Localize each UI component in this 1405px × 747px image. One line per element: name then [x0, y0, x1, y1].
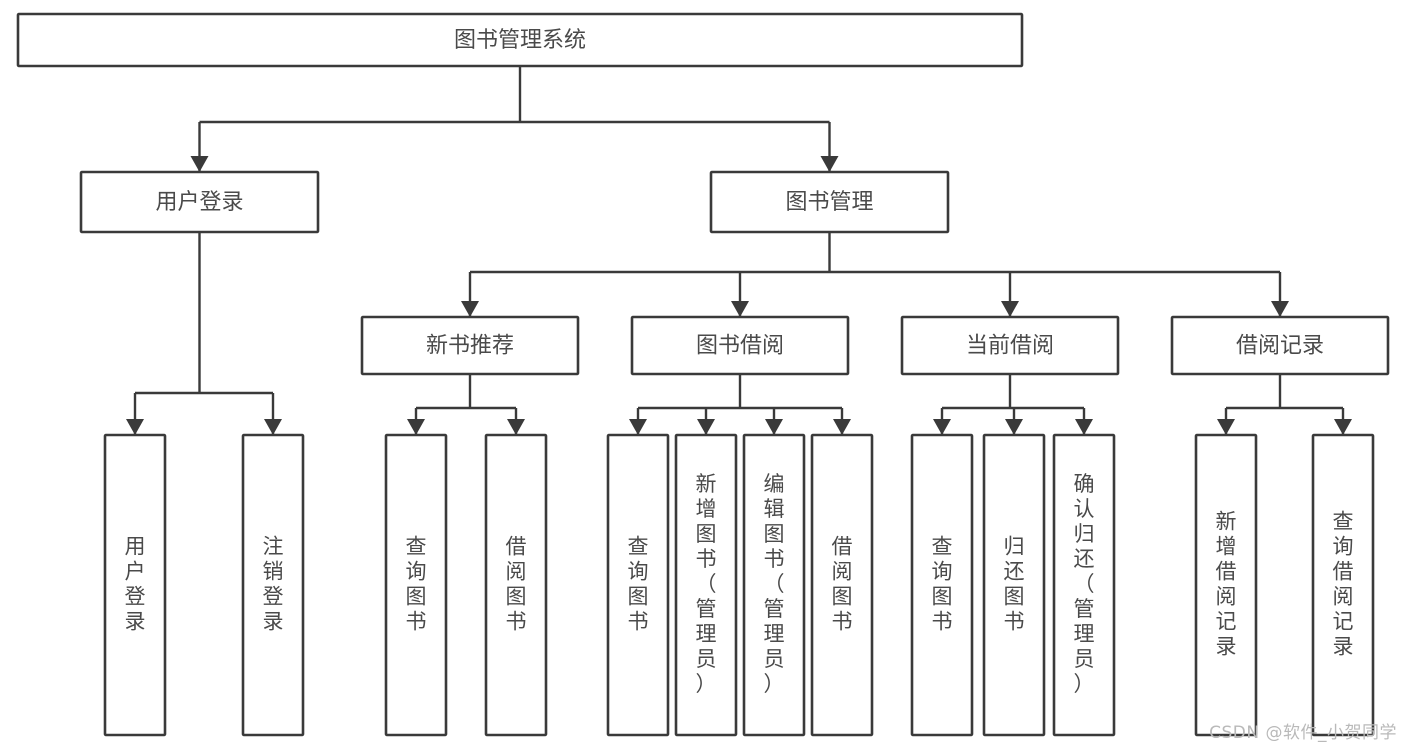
arrow-head-icon	[1075, 419, 1093, 435]
arrow-head-icon	[1334, 419, 1352, 435]
node-book-manage[interactable]: 图书管理	[709, 170, 950, 234]
arrow-head-icon	[833, 419, 851, 435]
arrow-head-icon	[1005, 419, 1023, 435]
node-current-borrow-box	[900, 315, 1120, 376]
csdn-watermark: CSDN @软件_小贺同学	[1209, 723, 1397, 743]
node-borrow-record[interactable]: 借阅记录	[1170, 315, 1390, 376]
node-borrow-record-label: 借阅记录	[1236, 334, 1324, 359]
leaf-leaf-return-book-box	[982, 433, 1046, 737]
arrow-head-icon	[731, 301, 749, 317]
arrow-head-icon	[126, 419, 144, 435]
leaf-leaf-borrow-book-rec[interactable]: 借阅图书	[484, 433, 548, 737]
arrow-head-icon	[1217, 419, 1235, 435]
leaf-leaf-confirm-return-box	[1052, 433, 1116, 737]
leaf-leaf-confirm-return-label: 确认归还（管理员）	[1074, 472, 1095, 696]
node-layer: 图书管理系统用户登录图书管理新书推荐图书借阅当前借阅借阅记录用户登录注销登录查询…	[16, 12, 1390, 737]
node-book-borrow-box	[630, 315, 850, 376]
arrow-head-icon	[1271, 301, 1289, 317]
arrow-head-icon	[820, 156, 839, 172]
arrow-head-icon	[190, 156, 209, 172]
node-new-book-recommend[interactable]: 新书推荐	[360, 315, 580, 376]
node-book-manage-box	[709, 170, 950, 234]
leaf-leaf-borrow-book-label: 借阅图书	[832, 535, 853, 634]
node-user-login-label: 用户登录	[155, 190, 243, 215]
node-book-borrow[interactable]: 图书借阅	[630, 315, 850, 376]
leaf-leaf-query-book-rec-label: 查询图书	[406, 535, 427, 634]
leaf-leaf-add-borrow-record-box	[1194, 433, 1258, 737]
leaf-leaf-return-book[interactable]: 归还图书	[982, 433, 1046, 737]
node-root-label: 图书管理系统	[454, 28, 586, 53]
leaf-leaf-query-book-rec-box	[384, 433, 448, 737]
leaf-leaf-add-book-box	[674, 433, 738, 737]
leaf-leaf-query-borrow-record[interactable]: 查询借阅记录	[1311, 433, 1375, 737]
leaf-leaf-borrow-book-box	[810, 433, 874, 737]
arrow-head-icon	[697, 419, 715, 435]
node-user-login[interactable]: 用户登录	[79, 170, 320, 234]
leaf-leaf-borrow-book-rec-box	[484, 433, 548, 737]
arrow-head-icon	[1001, 301, 1019, 317]
connector-layer	[126, 66, 1352, 435]
leaf-leaf-query-book-current[interactable]: 查询图书	[910, 433, 974, 737]
arrow-head-icon	[407, 419, 425, 435]
leaf-leaf-query-borrow-record-label: 查询借阅记录	[1333, 510, 1354, 659]
leaf-leaf-add-book[interactable]: 新增图书（管理员）	[674, 433, 738, 737]
leaf-leaf-query-book-borrow-label: 查询图书	[628, 535, 649, 634]
arrow-head-icon	[933, 419, 951, 435]
arrow-head-icon	[461, 301, 479, 317]
node-new-book-recommend-box	[360, 315, 580, 376]
leaf-leaf-user-login-box	[103, 433, 167, 737]
leaf-leaf-borrow-book[interactable]: 借阅图书	[810, 433, 874, 737]
leaf-leaf-user-login[interactable]: 用户登录	[103, 433, 167, 737]
node-user-login-box	[79, 170, 320, 234]
leaf-leaf-edit-book-label: 编辑图书（管理员）	[764, 472, 785, 696]
leaf-leaf-add-borrow-record[interactable]: 新增借阅记录	[1194, 433, 1258, 737]
arrow-head-icon	[629, 419, 647, 435]
leaf-leaf-return-book-label: 归还图书	[1004, 535, 1025, 634]
leaf-leaf-query-book-rec[interactable]: 查询图书	[384, 433, 448, 737]
leaf-leaf-confirm-return[interactable]: 确认归还（管理员）	[1052, 433, 1116, 737]
leaf-leaf-user-logout-label: 注销登录	[263, 535, 284, 634]
leaf-leaf-query-borrow-record-box	[1311, 433, 1375, 737]
node-new-book-recommend-label: 新书推荐	[426, 334, 514, 359]
node-book-manage-label: 图书管理	[785, 190, 873, 215]
node-current-borrow[interactable]: 当前借阅	[900, 315, 1120, 376]
arrow-head-icon	[264, 419, 282, 435]
node-root[interactable]: 图书管理系统	[16, 12, 1024, 68]
leaf-leaf-borrow-book-rec-label: 借阅图书	[506, 535, 527, 634]
node-borrow-record-box	[1170, 315, 1390, 376]
leaf-leaf-add-book-label: 新增图书（管理员）	[696, 472, 717, 696]
leaf-leaf-query-book-borrow[interactable]: 查询图书	[606, 433, 670, 737]
leaf-leaf-edit-book[interactable]: 编辑图书（管理员）	[742, 433, 806, 737]
node-current-borrow-label: 当前借阅	[966, 334, 1054, 359]
leaf-leaf-user-login-label: 用户登录	[125, 535, 146, 634]
leaf-leaf-query-book-borrow-box	[606, 433, 670, 737]
leaf-leaf-query-book-current-label: 查询图书	[932, 535, 953, 634]
arrow-head-icon	[765, 419, 783, 435]
leaf-leaf-edit-book-box	[742, 433, 806, 737]
node-book-borrow-label: 图书借阅	[696, 334, 784, 359]
arrow-head-icon	[507, 419, 525, 435]
leaf-leaf-add-borrow-record-label: 新增借阅记录	[1216, 510, 1237, 659]
leaf-leaf-query-book-current-box	[910, 433, 974, 737]
node-root-box	[16, 12, 1024, 68]
leaf-leaf-user-logout[interactable]: 注销登录	[241, 433, 305, 737]
leaf-leaf-user-logout-box	[241, 433, 305, 737]
